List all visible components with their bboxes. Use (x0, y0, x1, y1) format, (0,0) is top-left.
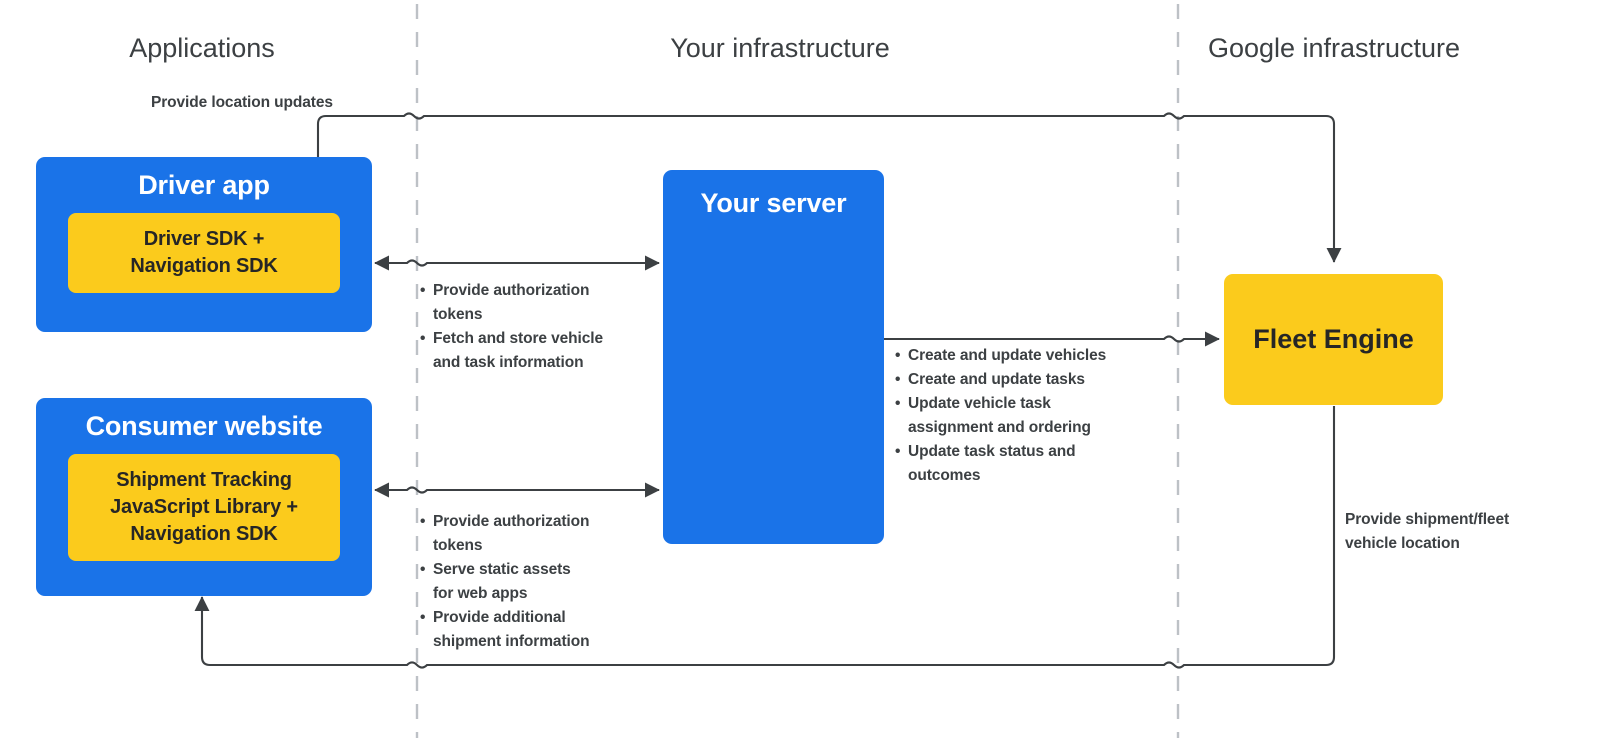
node-your-server-title: Your server (700, 188, 847, 218)
bullet-item: Create and update vehicles (895, 344, 1157, 368)
bullets-driver-to-server: Provide authorizationtokensFetch and sto… (420, 279, 655, 375)
node-driver-sdk-label: Driver SDK +Navigation SDK (130, 228, 278, 277)
node-driver-app[interactable]: Driver app Driver SDK +Navigation SDK (36, 157, 372, 332)
node-driver-app-title: Driver app (138, 170, 270, 200)
node-fleet-engine-title: Fleet Engine (1253, 324, 1414, 354)
edge-label-provide-location-updates: Provide location updates (151, 94, 333, 111)
bullets-consumer-to-server: Provide authorizationtokensServe static … (420, 510, 655, 654)
zone-title-google-infrastructure: Google infrastructure (1207, 33, 1461, 63)
bullets-server-to-fleet-engine: Create and update vehiclesCreate and upd… (895, 344, 1157, 488)
bullet-item: Create and update tasks (895, 368, 1157, 392)
edge-driver-server-bidirectional (374, 255, 660, 271)
node-consumer-website-title: Consumer website (85, 411, 323, 441)
node-your-server[interactable]: Your server (663, 170, 884, 544)
node-fleet-engine[interactable]: Fleet Engine (1224, 274, 1443, 405)
edge-server-to-fleet-engine (884, 331, 1220, 347)
zone-title-your-infrastructure: Your infrastructure (670, 33, 890, 63)
edge-consumer-server-bidirectional (374, 482, 660, 498)
node-driver-sdk-box[interactable]: Driver SDK +Navigation SDK (68, 212, 340, 293)
zone-title-applications: Applications (129, 33, 275, 63)
